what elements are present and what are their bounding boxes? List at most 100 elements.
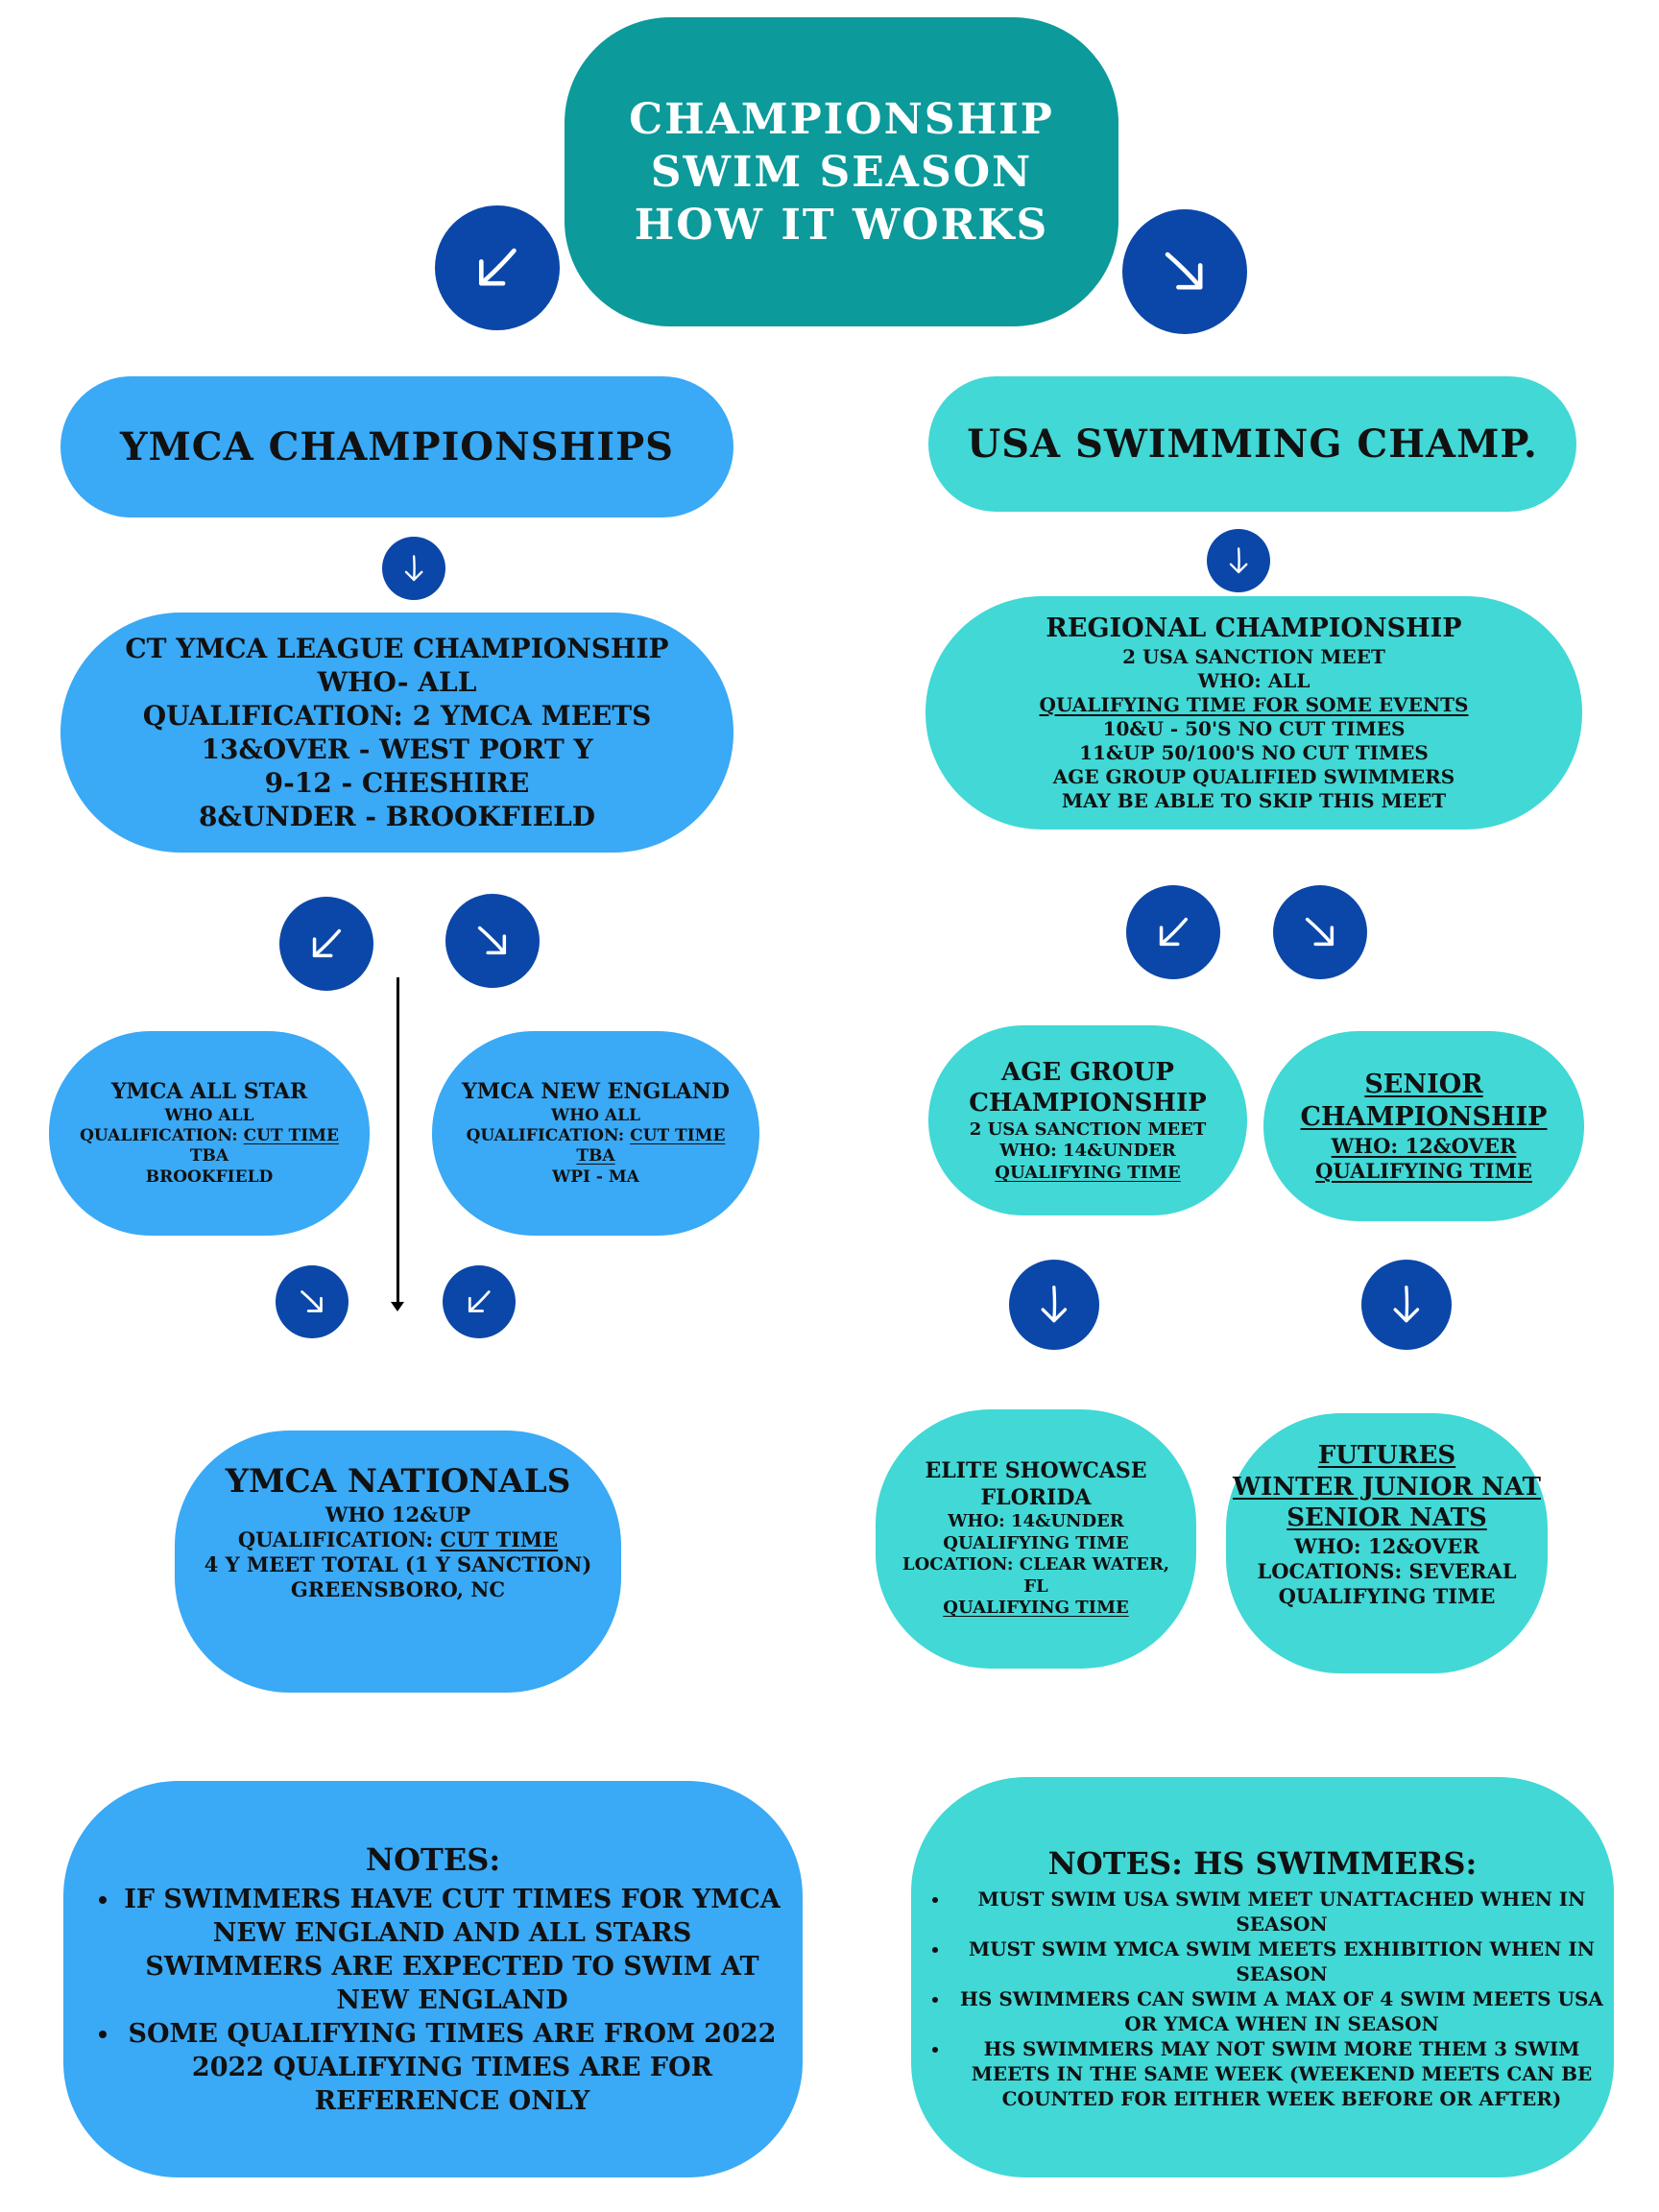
box-text-line: CHAMPIONSHIP bbox=[1301, 1101, 1548, 1134]
box-text-line: LOCATION: CLEAR WATER, bbox=[902, 1554, 1169, 1576]
box-text-segment: CHAMPIONSHIP bbox=[969, 1089, 1207, 1118]
arrow-down-right-icon bbox=[1122, 209, 1247, 334]
box-text-line: 10&U - 50'S NO CUT TIMES bbox=[1103, 717, 1406, 741]
box-text-line: TBA bbox=[190, 1146, 228, 1166]
box-text-segment: YMCA NEW ENGLAND bbox=[462, 1079, 730, 1105]
box-text-line: BROOKFIELD bbox=[146, 1167, 274, 1188]
arrow-down-right-icon bbox=[276, 1265, 349, 1338]
note-item: HS SWIMMERS MAY NOT SWIM MORE THEM 3 SWI… bbox=[950, 2036, 1613, 2111]
box-text-segment: TBA bbox=[576, 1146, 615, 1166]
box-text-line: LOCATIONS: SEVERAL bbox=[1257, 1559, 1516, 1584]
box-text-segment: SENIOR bbox=[1364, 1070, 1483, 1099]
title-line: HOW IT WORKS bbox=[634, 200, 1049, 250]
box-text-segment: 13&OVER - WEST PORT Y bbox=[201, 733, 593, 765]
connector-arrowhead-icon bbox=[391, 1302, 404, 1311]
box-text-segment: CHAMPIONSHIP bbox=[1300, 1101, 1548, 1132]
box-text-line: WHO: 12&OVER bbox=[1332, 1134, 1517, 1159]
box-text-segment: CUT TIME bbox=[243, 1126, 339, 1145]
notes-list: MUST SWIM USA SWIM MEET UNATTACHED WHEN … bbox=[912, 1887, 1613, 2111]
box-text-line: 13&OVER - WEST PORT Y bbox=[202, 733, 593, 766]
box-text-segment: REGIONAL CHAMPIONSHIP bbox=[1046, 613, 1462, 644]
box-text-segment: ELITE SHOWCASE bbox=[925, 1458, 1147, 1484]
box-text-line: YMCA CHAMPIONSHIPS bbox=[120, 423, 674, 471]
box-text-segment: 8&UNDER - BROOKFIELD bbox=[198, 801, 596, 832]
title-line: CHAMPIONSHIP bbox=[629, 94, 1054, 144]
box-text-line: WHO: ALL bbox=[1198, 669, 1310, 693]
box-text-segment: WHO: ALL bbox=[1197, 668, 1310, 692]
box-text-segment: WHO ALL bbox=[164, 1105, 254, 1125]
box-text-segment: QUALIFYING TIME bbox=[943, 1532, 1129, 1553]
box-text-segment: WINTER JUNIOR NAT bbox=[1232, 1472, 1542, 1502]
box-text-line: 11&UP 50/100'S NO CUT TIMES bbox=[1079, 741, 1429, 765]
box-text-line: WPI - MA bbox=[552, 1167, 639, 1188]
box-text-segment: YMCA NATIONALS bbox=[225, 1462, 571, 1501]
box-text-line: YMCA NEW ENGLAND bbox=[462, 1079, 730, 1106]
box-text-segment: CUT TIME bbox=[440, 1527, 559, 1551]
box-text-line: WINTER JUNIOR NAT bbox=[1233, 1472, 1541, 1503]
box-text-line: 2 USA SANCTION MEET bbox=[970, 1119, 1206, 1142]
box-text-segment: YMCA CHAMPIONSHIPS bbox=[119, 423, 675, 469]
box-text-segment: QUALIFICATION: 2 YMCA MEETS bbox=[142, 700, 652, 732]
box-text-line: QUALIFICATION: 2 YMCA MEETS bbox=[143, 699, 652, 733]
box-text-segment: 4 Y MEET TOTAL (1 Y SANCTION) bbox=[204, 1552, 592, 1576]
box-text-line: GREENSBORO, NC bbox=[291, 1577, 505, 1602]
box-text-line: WHO 12&UP bbox=[325, 1503, 470, 1527]
main-title: CHAMPIONSHIP SWIM SEASON HOW IT WORKS bbox=[565, 17, 1118, 326]
note-item: IF SWIMMERS HAVE CUT TIMES FOR YMCA NEW … bbox=[121, 1883, 783, 2017]
notes-list: IF SWIMMERS HAVE CUT TIMES FOR YMCA NEW … bbox=[83, 1883, 783, 2119]
box-text-segment: WHO: 14&UNDER bbox=[999, 1141, 1176, 1162]
box-text-segment: LOCATIONS: SEVERAL bbox=[1257, 1558, 1517, 1583]
box-text-segment: QUALIFYING TIME bbox=[943, 1598, 1129, 1619]
box-text-segment: TBA bbox=[189, 1146, 229, 1166]
box-text-line: QUALIFYING TIME FOR SOME EVENTS bbox=[1040, 693, 1469, 717]
notes-heading: NOTES: bbox=[365, 1840, 501, 1878]
box-text-segment: YMCA ALL STAR bbox=[110, 1079, 308, 1105]
box-text-line: FL bbox=[1023, 1576, 1047, 1599]
box-text-line: USA SWIMMING CHAMP. bbox=[967, 421, 1538, 469]
box-text-segment: QUALIFYING TIME bbox=[1315, 1158, 1532, 1183]
box-text-segment: 10&U - 50'S NO CUT TIMES bbox=[1102, 716, 1406, 740]
box-text-segment: USA SWIMMING CHAMP. bbox=[967, 421, 1538, 467]
arrow-down-left-icon bbox=[279, 897, 373, 991]
box-text-segment: AGE GROUP QUALIFIED SWIMMERS bbox=[1052, 764, 1455, 788]
box-text-line: MAY BE ABLE TO SKIP THIS MEET bbox=[1062, 789, 1446, 813]
usa-swimming-champ-box: USA SWIMMING CHAMP. bbox=[928, 376, 1576, 512]
box-text-line: QUALIFICATION: CUT TIME bbox=[80, 1126, 339, 1146]
arrow-down-right-icon bbox=[1273, 885, 1367, 979]
box-text-line: AGE GROUP bbox=[1001, 1057, 1174, 1089]
box-text-segment: CUT TIME bbox=[630, 1126, 726, 1145]
note-item: SOME QUALIFYING TIMES ARE FROM 2022 2022… bbox=[121, 2017, 783, 2118]
box-text-segment: 2 USA SANCTION MEET bbox=[1122, 644, 1385, 668]
arrow-down-icon bbox=[1361, 1260, 1452, 1350]
box-text-line: QUALIFYING TIME bbox=[943, 1598, 1128, 1620]
box-text-segment: WPI - MA bbox=[552, 1166, 639, 1187]
box-text-line: AGE GROUP QUALIFIED SWIMMERS bbox=[1053, 765, 1455, 789]
box-text-line: QUALIFICATION: CUT TIME bbox=[467, 1126, 726, 1146]
title-line: SWIM SEASON bbox=[650, 147, 1033, 197]
arrow-down-left-icon bbox=[443, 1265, 516, 1338]
box-text-line: REGIONAL CHAMPIONSHIP bbox=[1046, 613, 1461, 645]
box-text-line: 8&UNDER - BROOKFIELD bbox=[199, 800, 595, 833]
box-text-segment: FUTURES bbox=[1317, 1441, 1456, 1470]
box-text-line: SENIOR bbox=[1364, 1069, 1482, 1101]
box-text-line: YMCA NATIONALS bbox=[226, 1461, 571, 1503]
box-text-segment: 2 USA SANCTION MEET bbox=[969, 1118, 1207, 1140]
box-text-line: 9-12 - CHESHIRE bbox=[265, 766, 530, 800]
box-text-segment: WHO- ALL bbox=[317, 666, 477, 698]
box-text-line: CHAMPIONSHIP bbox=[969, 1088, 1206, 1119]
notes-heading: NOTES: HS SWIMMERS: bbox=[1047, 1844, 1478, 1882]
box-text-segment: CT YMCA LEAGUE CHAMPIONSHIP bbox=[125, 633, 669, 664]
box-text-segment: FLORIDA bbox=[980, 1484, 1092, 1510]
box-text-segment: AGE GROUP bbox=[1001, 1057, 1174, 1087]
box-text-line: FUTURES bbox=[1318, 1440, 1455, 1472]
arrow-down-right-icon bbox=[445, 894, 540, 988]
arrow-down-icon bbox=[1207, 529, 1270, 592]
box-text-line: WHO: 14&UNDER bbox=[948, 1511, 1124, 1533]
